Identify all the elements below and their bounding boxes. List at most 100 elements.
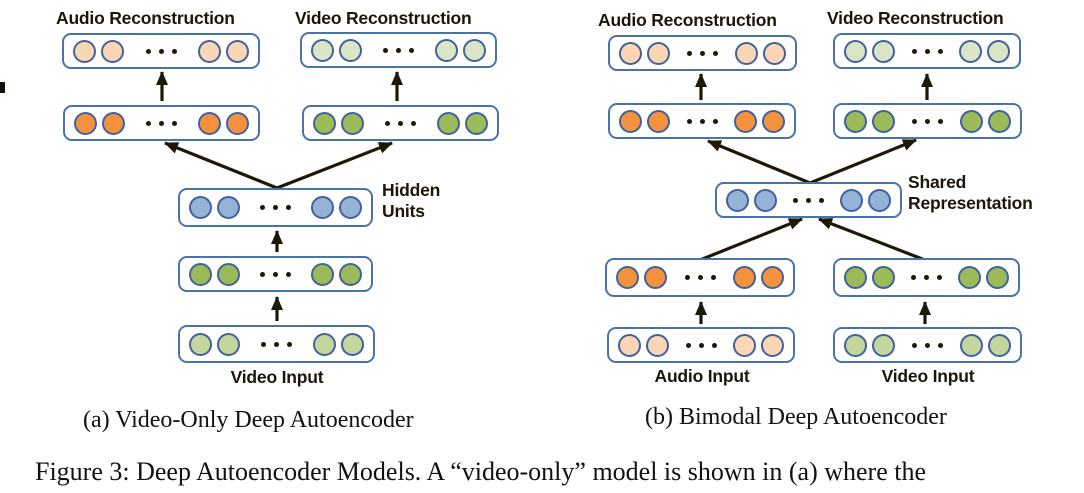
unit-circle bbox=[74, 111, 97, 135]
unit-circle bbox=[102, 111, 125, 135]
ellipsis-dots bbox=[146, 120, 177, 126]
layer-video-hidden-2-a bbox=[302, 105, 499, 141]
ellipsis-dots bbox=[911, 48, 943, 54]
arrow-video-h1-to-shared-b bbox=[818, 217, 926, 262]
unit-circle bbox=[226, 39, 249, 63]
unit-circle bbox=[217, 262, 240, 286]
label-shared-representation: Shared Representation bbox=[908, 172, 1033, 214]
subcaption-b: (b) Bimodal Deep Autoencoder bbox=[645, 404, 947, 430]
unit-circle bbox=[313, 332, 336, 356]
unit-circle bbox=[762, 109, 785, 133]
label-audio-reconstruction-b: Audio Reconstruction bbox=[598, 10, 777, 30]
layer-audio-reconstruction-b bbox=[608, 35, 797, 71]
arrow-shared-to-audio-h2-b bbox=[707, 139, 811, 185]
unit-circle bbox=[646, 333, 669, 357]
label-shared-line1: Shared bbox=[908, 172, 967, 192]
unit-circle bbox=[733, 266, 756, 289]
layer-audio-hidden-2-b bbox=[608, 103, 796, 139]
unit-circle bbox=[311, 196, 334, 219]
ellipsis-dots bbox=[260, 271, 291, 277]
label-audio-reconstruction-a: Audio Reconstruction bbox=[56, 8, 235, 28]
unit-circle bbox=[313, 111, 336, 135]
unit-circle bbox=[341, 332, 364, 356]
ellipsis-dots bbox=[686, 118, 718, 124]
unit-circle bbox=[960, 333, 983, 357]
label-video-reconstruction-b: Video Reconstruction bbox=[827, 8, 1004, 28]
ellipsis-dots bbox=[685, 342, 717, 348]
unit-circle bbox=[733, 333, 756, 357]
subcaption-a: (a) Video-Only Deep Autoencoder bbox=[83, 407, 414, 433]
unit-circle bbox=[647, 109, 670, 133]
unit-circle bbox=[844, 39, 867, 63]
label-hidden-units-line1: Hidden bbox=[382, 180, 441, 200]
unit-circle bbox=[844, 109, 867, 133]
unit-circle bbox=[958, 266, 981, 289]
unit-circle bbox=[844, 333, 867, 357]
unit-circle bbox=[198, 39, 221, 63]
arrow-shared-to-video-h2-b bbox=[809, 138, 917, 185]
label-video-input-a: Video Input bbox=[230, 367, 324, 387]
layer-shared-representation-b bbox=[715, 182, 902, 218]
label-video-reconstruction-a: Video Reconstruction bbox=[295, 8, 472, 28]
unit-circle bbox=[339, 262, 362, 286]
unit-circle bbox=[101, 39, 124, 63]
layer-audio-input-b bbox=[607, 327, 795, 363]
unit-circle bbox=[761, 266, 784, 289]
unit-circle bbox=[437, 111, 460, 135]
unit-circle bbox=[198, 111, 221, 135]
unit-circle bbox=[189, 196, 212, 219]
ellipsis-dots bbox=[911, 275, 942, 280]
ellipsis-dots bbox=[383, 47, 414, 53]
layer-video-hidden-1-b bbox=[833, 258, 1020, 297]
ellipsis-dots bbox=[793, 197, 824, 203]
unit-circle bbox=[644, 266, 667, 289]
unit-circle bbox=[435, 38, 458, 62]
unit-circle bbox=[987, 39, 1010, 63]
unit-circle bbox=[844, 266, 867, 289]
unit-circle bbox=[840, 188, 863, 212]
ellipsis-dots bbox=[145, 48, 177, 54]
unit-circle bbox=[761, 333, 784, 357]
unit-circle bbox=[73, 39, 96, 63]
unit-circle bbox=[189, 332, 212, 356]
unit-circle bbox=[959, 39, 982, 63]
unit-circle bbox=[465, 111, 488, 135]
unit-circle bbox=[217, 196, 240, 219]
unit-circle bbox=[960, 109, 983, 133]
unit-circle bbox=[735, 41, 758, 65]
unit-circle bbox=[619, 109, 642, 133]
layer-video-reconstruction-b bbox=[833, 33, 1021, 69]
label-audio-input-b: Audio Input bbox=[654, 366, 750, 386]
unit-circle bbox=[754, 188, 777, 212]
layer-audio-reconstruction-a bbox=[62, 33, 260, 69]
unit-circle bbox=[341, 111, 364, 135]
ellipsis-dots bbox=[261, 341, 292, 347]
unit-circle bbox=[616, 266, 639, 289]
unit-circle bbox=[988, 109, 1011, 133]
layer-video-input-b bbox=[833, 327, 1022, 363]
label-video-input-b: Video Input bbox=[881, 366, 975, 386]
unit-circle bbox=[872, 109, 895, 133]
unit-circle bbox=[986, 266, 1009, 289]
layer-audio-hidden-2-a bbox=[63, 105, 260, 141]
ellipsis-dots bbox=[385, 120, 416, 126]
layer-video-input-a bbox=[178, 325, 375, 363]
ellipsis-dots bbox=[684, 275, 716, 280]
unit-circle bbox=[311, 38, 334, 62]
unit-circle bbox=[226, 111, 249, 135]
label-shared-line2: Representation bbox=[908, 193, 1033, 213]
unit-circle bbox=[872, 333, 895, 357]
unit-circle bbox=[463, 38, 486, 62]
label-hidden-units-line2: Units bbox=[382, 201, 425, 221]
unit-circle bbox=[647, 41, 670, 65]
ellipsis-dots bbox=[912, 342, 943, 348]
edge-artifact bbox=[0, 82, 5, 93]
unit-circle bbox=[988, 333, 1011, 357]
unit-circle bbox=[872, 266, 895, 289]
unit-circle bbox=[734, 109, 757, 133]
unit-circle bbox=[217, 332, 240, 356]
layer-video-hidden-2-b bbox=[833, 103, 1022, 139]
unit-circle bbox=[619, 41, 642, 65]
unit-circle bbox=[868, 188, 891, 212]
layer-video-reconstruction-a bbox=[300, 32, 497, 68]
